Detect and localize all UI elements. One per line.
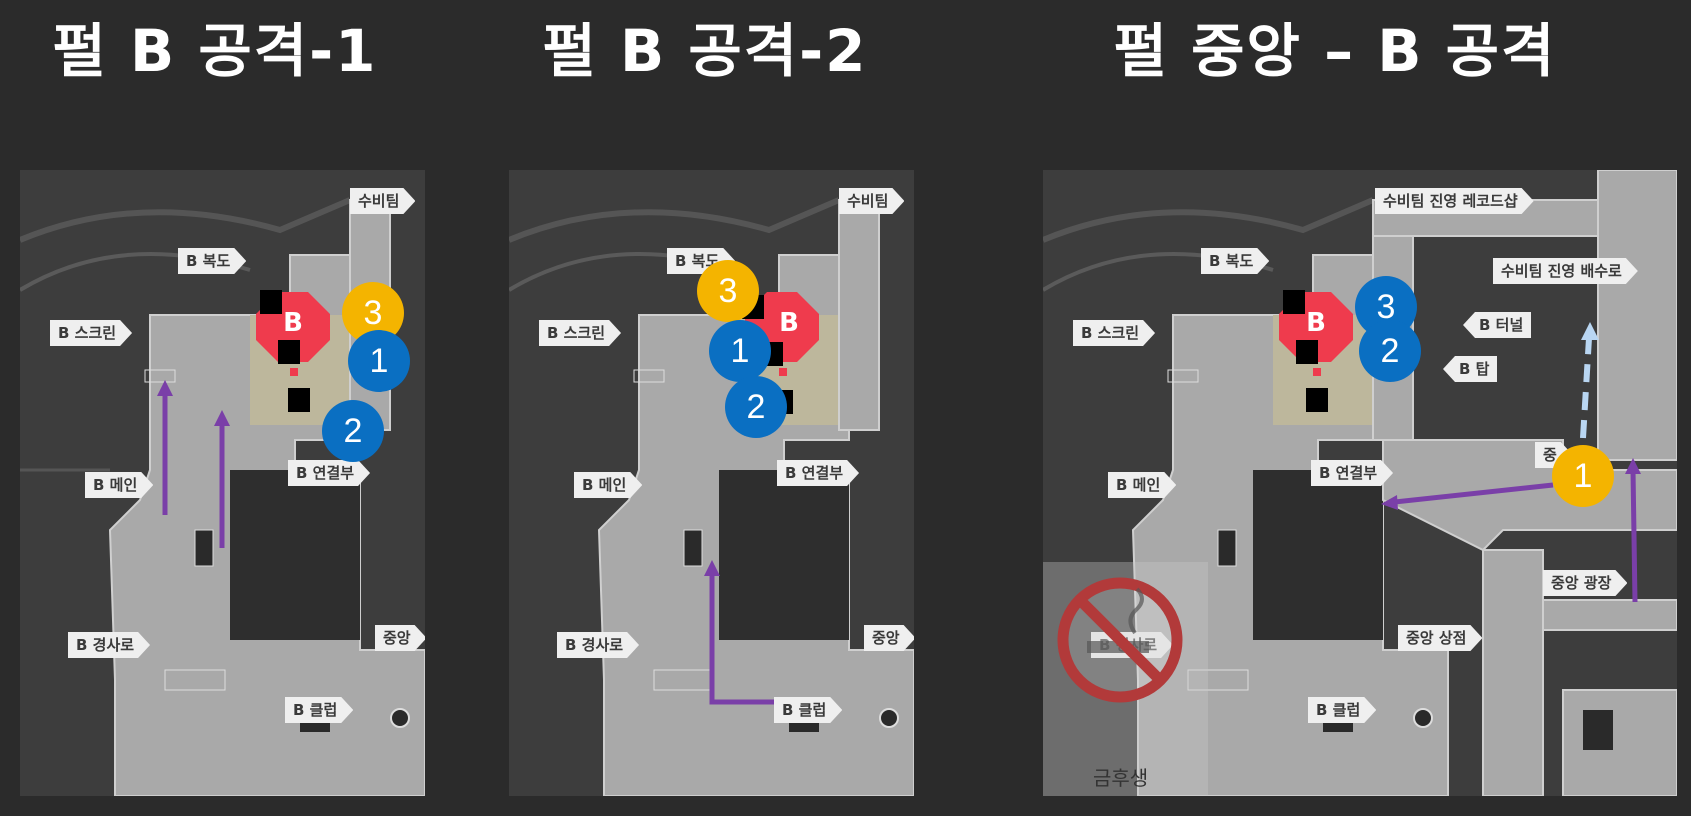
label-b-tower: B 탑 [1443,356,1498,382]
label-b-ramp: B 경사로 [557,632,639,658]
position-marker-3: 3 [697,260,759,322]
label-b-club: B 클럽 [1308,697,1376,723]
smoke-target-square [278,340,300,364]
label-b-hall: B 복도 [178,248,246,274]
no-smoking-caption: 금후생 [1093,766,1149,790]
position-marker-2: 2 [725,376,787,438]
label-record-shop: 수비팀 진영 레코드샵 [1375,188,1534,214]
site-b-label: B [779,308,799,338]
label-center-shop: 중앙 상점 [1398,625,1482,651]
map-panel-b-attack-1: B 수비팀 B 복도 B 스크린 B 메인 B 연결부 B 경사로 중앙 B 클… [20,170,425,796]
position-marker-1: 1 [348,330,410,392]
label-defender-side: 수비팀 [350,188,415,214]
label-b-main: B 메인 [85,472,153,498]
label-b-club: B 클럽 [774,697,842,723]
label-b-link: B 연결부 [288,460,370,486]
smoke-target-square [1306,388,1328,412]
label-center-plaza: 중앙 광장 [1543,570,1627,596]
label-b-main: B 메인 [1108,472,1176,498]
smoke-target-square [260,290,282,314]
label-drain: 수비팀 진영 배수로 [1493,258,1638,284]
label-b-screen: B 스크린 [1073,320,1155,346]
smoke-target-square [1283,290,1305,314]
label-b-screen: B 스크린 [50,320,132,346]
label-b-main: B 메인 [574,472,642,498]
no-smoking-icon [1057,577,1183,703]
title-pearl-b-attack-2: 펄 B 공격-2 [542,17,868,85]
label-b-ramp: B 경사로 [68,632,150,658]
label-center: 중앙 [864,625,914,651]
no-smoking-overlay [1043,562,1208,796]
map-panel-mid-b-attack: B 수비팀 진영 레코드샵 수비팀 진영 배수로 B 복도 B 스크린 B 터널… [1043,170,1677,796]
label-b-link: B 연결부 [777,460,859,486]
position-marker-1: 1 [709,320,771,382]
position-marker-1: 1 [1552,445,1614,507]
site-b-label: B [1306,308,1326,338]
position-marker-2: 2 [1359,320,1421,382]
label-b-screen: B 스크린 [539,320,621,346]
label-b-club: B 클럽 [285,697,353,723]
site-b-label: B [283,308,303,338]
smoke-target-square [1296,340,1318,364]
label-b-hall: B 복도 [1201,248,1269,274]
position-marker-2: 2 [322,400,384,462]
title-pearl-mid-b-attack: 펄 중앙 – B 공격 [1113,17,1557,85]
title-pearl-b-attack-1: 펄 B 공격-1 [52,17,378,85]
label-b-tunnel: B 터널 [1463,312,1532,338]
label-center: 중앙 [375,625,425,651]
smoke-target-square [288,388,310,412]
label-b-link: B 연결부 [1311,460,1393,486]
label-defender-side: 수비팀 [839,188,904,214]
map-panel-b-attack-2: B 수비팀 B 복도 B 스크린 B 메인 B 연결부 B 경사로 중앙 B 클… [509,170,914,796]
